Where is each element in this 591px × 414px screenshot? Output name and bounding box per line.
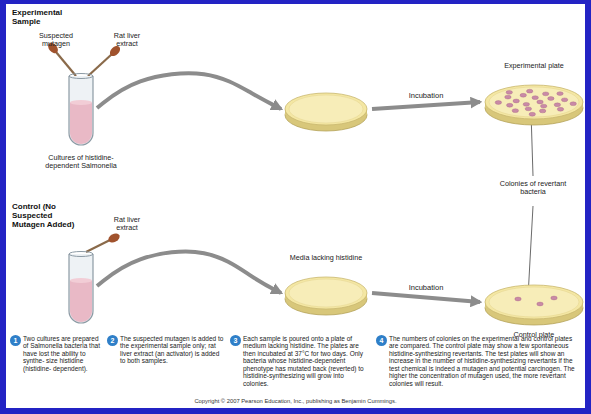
- bacterial-colony: [539, 109, 545, 113]
- flow-arrow: [372, 293, 480, 302]
- petri-plate: Experimental plate: [484, 84, 584, 126]
- edge-label: Incubation: [407, 91, 446, 100]
- callout-number: 2: [107, 335, 118, 346]
- bacterial-colony: [526, 89, 532, 93]
- culture-liquid: [70, 281, 92, 322]
- node-heading: Media lacking histidine: [276, 254, 376, 262]
- petri-plate: [284, 92, 368, 132]
- step-text: The suspected mutagen is added to the ex…: [120, 335, 226, 365]
- bacterial-colony: [515, 297, 521, 301]
- dropper: [88, 44, 122, 76]
- bacterial-colony: [495, 101, 501, 105]
- bacterial-colony: [541, 104, 547, 108]
- callout-number: 1: [10, 335, 21, 346]
- part-label: Cultures of histidine-dependent Salmonel…: [34, 154, 128, 171]
- bacterial-colony: [506, 90, 512, 94]
- culture-tube: Control (No Suspected Mutagen Added): [68, 254, 94, 324]
- culture-liquid: [70, 103, 92, 144]
- node-heading: Experimental plate: [474, 62, 585, 70]
- step-text: Two cultures are prepared of Salmonella …: [23, 335, 103, 372]
- bacterial-colony: [548, 97, 554, 101]
- petri-plate: Control plate: [484, 284, 584, 326]
- bacterial-colony: [512, 109, 518, 113]
- callout-number: 4: [376, 335, 387, 346]
- diagram-ground: Experimental SampleExperimental plateCon…: [6, 4, 585, 408]
- part-label: Rat liver extract: [104, 32, 150, 49]
- bacterial-colony: [513, 99, 519, 103]
- part-label: Suspected mutagen: [32, 32, 80, 49]
- flow-arrow: [97, 252, 281, 293]
- petri-plate: Media lacking histidine: [284, 276, 368, 316]
- node-heading: Control (No Suspected Mutagen Added): [12, 202, 84, 230]
- step-text: The numbers of colonies on the experimen…: [389, 335, 581, 387]
- edge-label: Incubation: [407, 283, 446, 292]
- callout-number: 3: [230, 335, 241, 346]
- bacterial-colony: [537, 302, 543, 306]
- tube-outline: [68, 254, 94, 324]
- flow-arrow: [372, 102, 480, 109]
- tube-outline: [68, 76, 94, 146]
- plate-outline: [484, 84, 584, 126]
- bacterial-colony: [529, 112, 535, 116]
- copyright-note: Copyright © 2007 Pearson Education, Inc.…: [6, 398, 585, 405]
- culture-tube: Experimental Sample: [68, 76, 94, 146]
- plate-outline: [284, 276, 368, 316]
- leader-line: [528, 206, 533, 297]
- part-label: Rat liver extract: [104, 216, 150, 233]
- bacterial-colony: [543, 92, 549, 96]
- bacterial-colony: [525, 107, 531, 111]
- bacterial-colony: [523, 102, 529, 106]
- step-text: Each sample is poured onto a plate of me…: [243, 335, 371, 387]
- bacterial-colony: [551, 296, 557, 300]
- bacterial-colony: [554, 103, 560, 107]
- bacterial-colony: [505, 95, 511, 99]
- dropper: [86, 232, 121, 252]
- bacterial-colony: [557, 107, 563, 111]
- bacterial-colony: [570, 102, 576, 106]
- bacterial-colony: [561, 98, 567, 102]
- plate-outline: [284, 92, 368, 132]
- part-label: Colonies of revertant bacteria: [492, 180, 574, 197]
- bacterial-colony: [532, 96, 538, 100]
- bacterial-colony: [557, 92, 563, 96]
- node-heading: Experimental Sample: [12, 8, 84, 26]
- bacterial-colony: [537, 100, 543, 104]
- plate-outline: [484, 284, 584, 326]
- bacterial-colony: [520, 93, 526, 97]
- bacterial-colony: [507, 103, 513, 107]
- flow-arrow: [97, 73, 281, 109]
